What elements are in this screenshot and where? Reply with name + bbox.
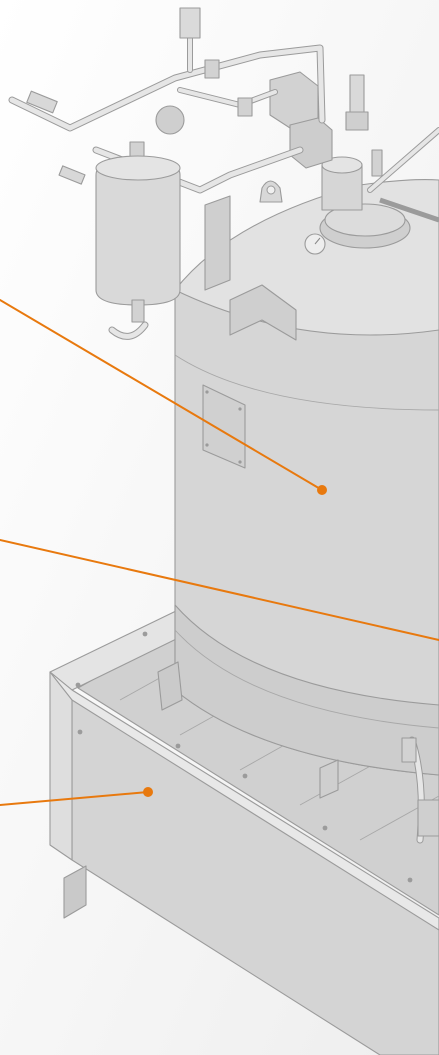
callout-leader-3	[0, 791, 149, 806]
solenoid-valve-2	[289, 117, 333, 169]
pipe-fittings	[26, 7, 439, 837]
vessel-clip	[319, 759, 339, 799]
regulator	[155, 105, 185, 135]
receiver-tank	[95, 155, 231, 340]
vessel-lower-band	[174, 604, 439, 776]
callout-marker-1	[317, 485, 327, 495]
inlet-coupling	[26, 90, 58, 114]
receiver-bracket	[204, 195, 231, 291]
base-frame-foot	[63, 865, 87, 919]
tray-top-rim-front	[49, 671, 439, 931]
head-mounting-bracket	[229, 284, 297, 341]
name-plate	[202, 384, 246, 469]
callouts	[0, 299, 439, 806]
sample-coupling	[58, 165, 86, 185]
callout-leader-1	[0, 299, 323, 491]
vessel-foot-bracket	[157, 661, 183, 711]
base-frame-end-panel	[49, 671, 73, 861]
main-vessel	[157, 179, 439, 799]
callout-leader-2	[0, 539, 439, 641]
vessel-seam-lower	[174, 629, 439, 729]
callout-marker-3	[143, 787, 153, 797]
vessel-seam-upper	[174, 354, 439, 411]
relief-valve	[349, 74, 365, 116]
top-valve-actuator	[179, 7, 201, 39]
hose-fitting	[401, 737, 417, 763]
